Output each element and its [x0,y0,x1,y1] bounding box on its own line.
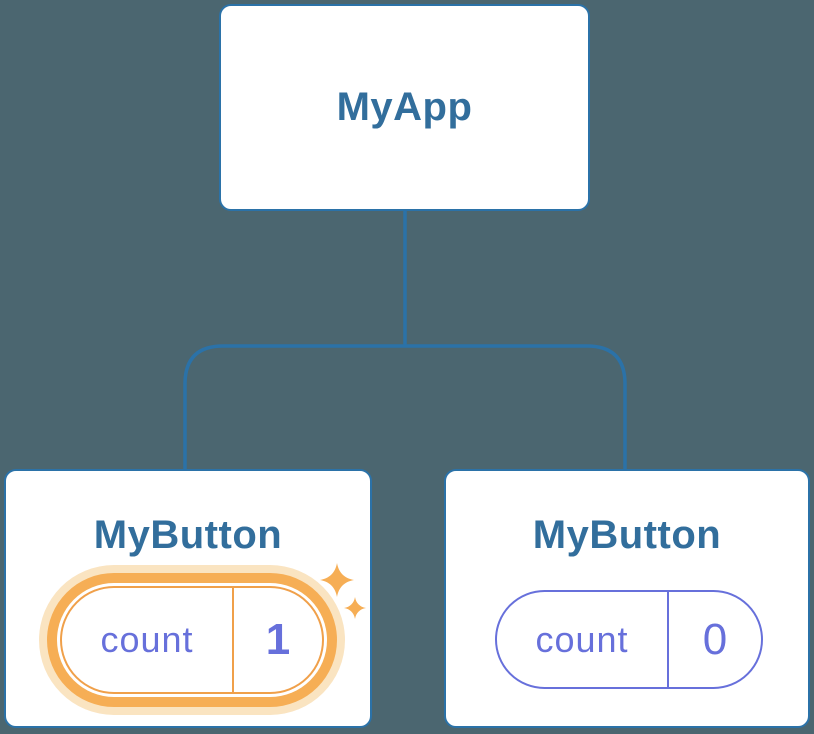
state-value: 1 [265,615,291,664]
state-key: count [497,592,669,687]
node-mybutton-highlighted: MyButton count 1 [4,469,372,728]
node-mybutton-2-label: MyButton [532,513,722,557]
node-myapp-label: MyApp [336,85,473,129]
branch-line [183,344,627,470]
sparkle-icon [344,597,366,619]
state-pill: count 0 [495,590,763,689]
node-myapp: MyApp [219,4,590,211]
state-key: count [62,588,234,692]
state-pill-highlighted: count 1 [60,586,324,694]
sparkle-icon [320,563,354,597]
node-mybutton-1-label: MyButton [93,513,283,557]
state-value: 0 [702,614,728,664]
node-mybutton-normal: MyButton count 0 [444,469,810,728]
